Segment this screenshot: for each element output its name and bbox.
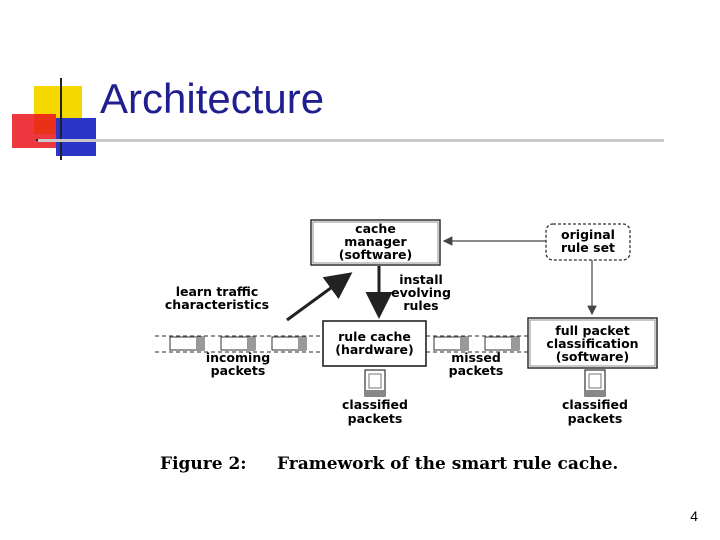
label-learn-traffic: learn traffic characteristics <box>165 284 269 312</box>
packet-icon <box>433 336 469 351</box>
label-classified-right-line-2: packets <box>568 411 623 426</box>
arrow-learn-traffic <box>286 272 353 322</box>
label-learn-traffic-line-1: learn traffic <box>176 284 259 299</box>
page-number: 4 <box>690 508 698 524</box>
label-incoming-packets-line-2: packets <box>211 363 266 378</box>
node-original-rule-set-line-2: rule set <box>561 240 615 255</box>
node-full-classification: full packet classification (software) <box>527 317 658 369</box>
label-learn-traffic-line-2: characteristics <box>165 297 269 312</box>
decor-vertical-line <box>60 78 62 160</box>
node-rule-cache-line-1: rule cache <box>338 329 411 344</box>
classified-packet-icon <box>584 369 606 397</box>
label-install-rules-line-2: evolving <box>391 285 451 300</box>
packet-icon <box>484 336 520 351</box>
label-incoming-packets-line-1: incoming <box>206 350 270 365</box>
label-classified-right: classified packets <box>562 397 628 426</box>
node-cache-manager-line-2: manager <box>344 234 407 249</box>
node-original-rule-set-line-1: original <box>561 227 615 242</box>
packet-icon <box>220 336 256 351</box>
node-full-classification-line-3: (software) <box>556 349 630 364</box>
label-classified-left-line-2: packets <box>348 411 403 426</box>
label-classified-left-line-1: classified <box>342 397 408 412</box>
figure-caption-label: Figure 2: <box>160 454 247 474</box>
label-missed-packets-line-2: packets <box>449 363 504 378</box>
node-cache-manager-line-1: cache <box>355 221 396 236</box>
figure-caption: Figure 2: Framework of the smart rule ca… <box>160 454 618 474</box>
label-classified-right-line-1: classified <box>562 397 628 412</box>
label-incoming-packets: incoming packets <box>206 350 270 378</box>
packet-icon <box>169 336 205 351</box>
node-full-classification-line-2: classification <box>546 336 638 351</box>
label-install-rules-line-1: install <box>399 272 443 287</box>
node-original-rule-set: original rule set <box>545 223 631 261</box>
node-rule-cache-line-2: (hardware) <box>335 342 414 357</box>
label-missed-packets: missed packets <box>449 350 504 378</box>
slide-title: Architecture <box>100 75 325 122</box>
node-full-classification-line-1: full packet <box>555 323 630 338</box>
node-cache-manager-line-3: (software) <box>339 247 413 262</box>
classified-packet-icon <box>364 369 386 397</box>
decor-red-square <box>12 114 56 148</box>
decor-blue-square <box>56 118 96 156</box>
figure-caption-text: Framework of the smart rule cache. <box>277 454 618 474</box>
packet-icon <box>271 336 307 351</box>
packet-lane-left <box>155 335 323 353</box>
node-rule-cache: rule cache (hardware) <box>322 320 427 367</box>
label-missed-packets-line-1: missed <box>451 350 501 365</box>
packet-lane-middle <box>426 335 528 353</box>
label-classified-left: classified packets <box>342 397 408 426</box>
label-install-rules: install evolving rules <box>391 272 451 313</box>
node-cache-manager: cache manager (software) <box>310 219 441 266</box>
label-install-rules-line-3: rules <box>403 298 438 313</box>
title-underline <box>38 139 664 142</box>
